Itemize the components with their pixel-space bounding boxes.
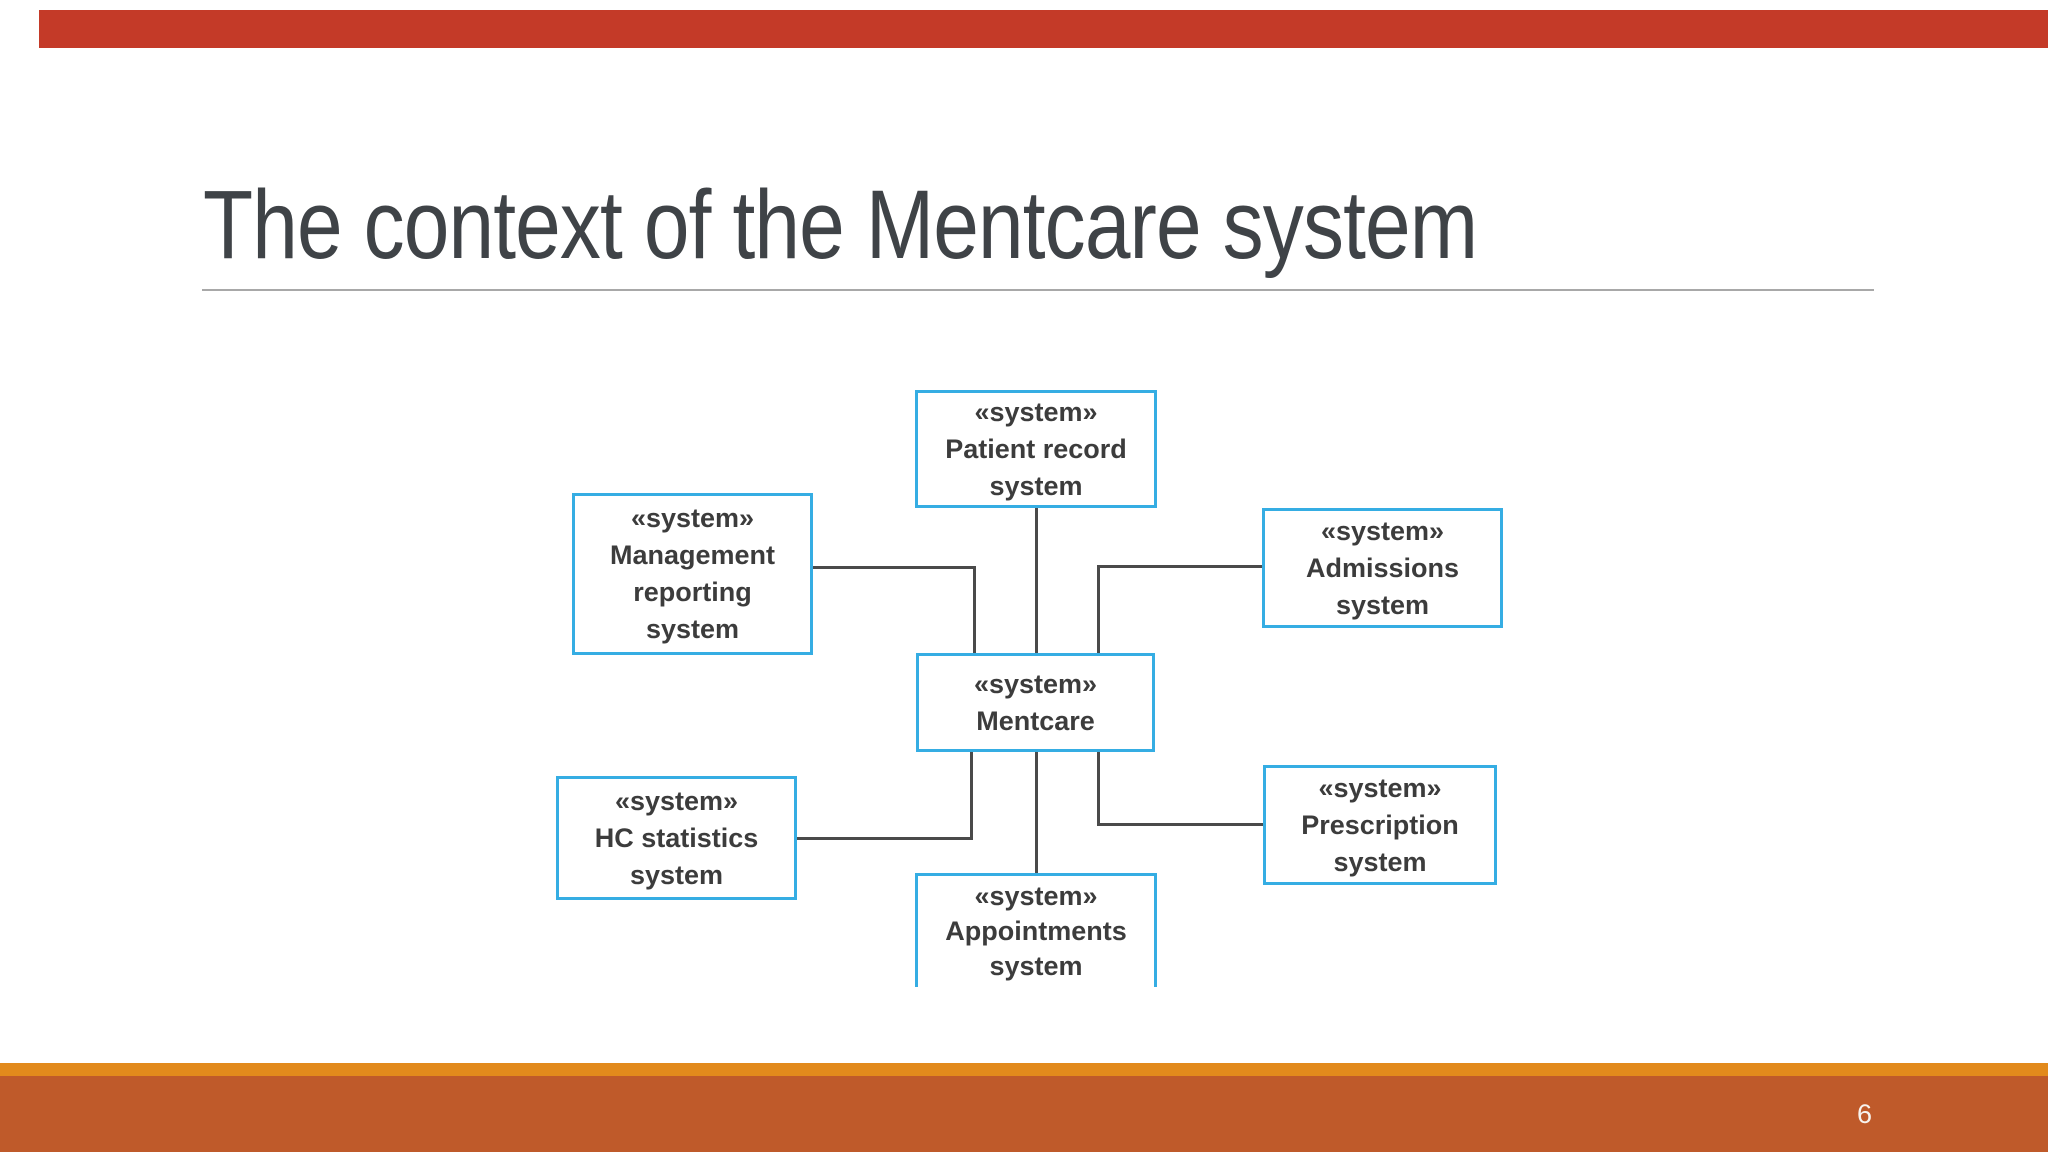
node-patient-record-system: «system» Patient record system [915,390,1157,508]
stereotype-label: «system» [614,785,739,816]
connector-mentcare-prescription [1097,823,1265,826]
node-name-line: HC statistics [594,822,759,853]
node-appointments-system: «system» Appointments system [915,873,1157,987]
slide-title: The context of the Mentcare system [203,170,1478,279]
node-mentcare-system: «system» Mentcare [916,653,1155,752]
node-name-line: Mentcare [976,705,1095,736]
connector-mentcare-hc-statistics [970,750,973,840]
connector-mentcare-management-reporting [973,566,976,655]
node-name-line: Prescription [1301,809,1459,840]
slide-page-number: 6 [1856,1099,1872,1129]
node-name-line: system [989,470,1083,501]
connector-mentcare-prescription [1097,750,1100,826]
connector-mentcare-admissions [1097,565,1100,655]
node-prescription-system: «system» Prescription system [1263,765,1497,885]
connector-mentcare-admissions [1097,565,1264,568]
connector-mentcare-hc-statistics [795,837,973,840]
stereotype-label: «system» [1318,772,1442,803]
stereotype-label: «system» [973,668,1098,699]
node-name-line: system [989,951,1083,981]
top-accent-bar [39,10,2048,48]
connector-mentcare-management-reporting [813,566,975,569]
footer-accent-strip [0,1063,2048,1076]
stereotype-label: «system» [974,881,1098,911]
node-name-line: system [1335,589,1430,620]
node-name-line: Patient record [945,433,1127,464]
node-hc-statistics-system: «system» HC statistics system [556,776,797,900]
stereotype-label: «system» [974,396,1098,427]
connector-mentcare-appointments [1035,750,1038,875]
node-name-line: Management [609,540,776,570]
node-name-line: system [1333,846,1427,877]
stereotype-label: «system» [1320,515,1445,546]
title-underline [202,289,1874,291]
stereotype-label: «system» [630,503,755,533]
footer-band [0,1076,2048,1152]
node-management-reporting-system: «system» Management reporting system [572,493,813,655]
node-admissions-system: «system» Admissions system [1262,508,1503,628]
node-name-line: system [629,859,724,890]
node-name-line: Admissions [1305,552,1460,583]
connector-mentcare-patient-record [1035,508,1038,655]
node-name-line: reporting [633,577,752,607]
node-name-line: Appointments [945,916,1127,946]
node-name-line: system [645,614,740,644]
